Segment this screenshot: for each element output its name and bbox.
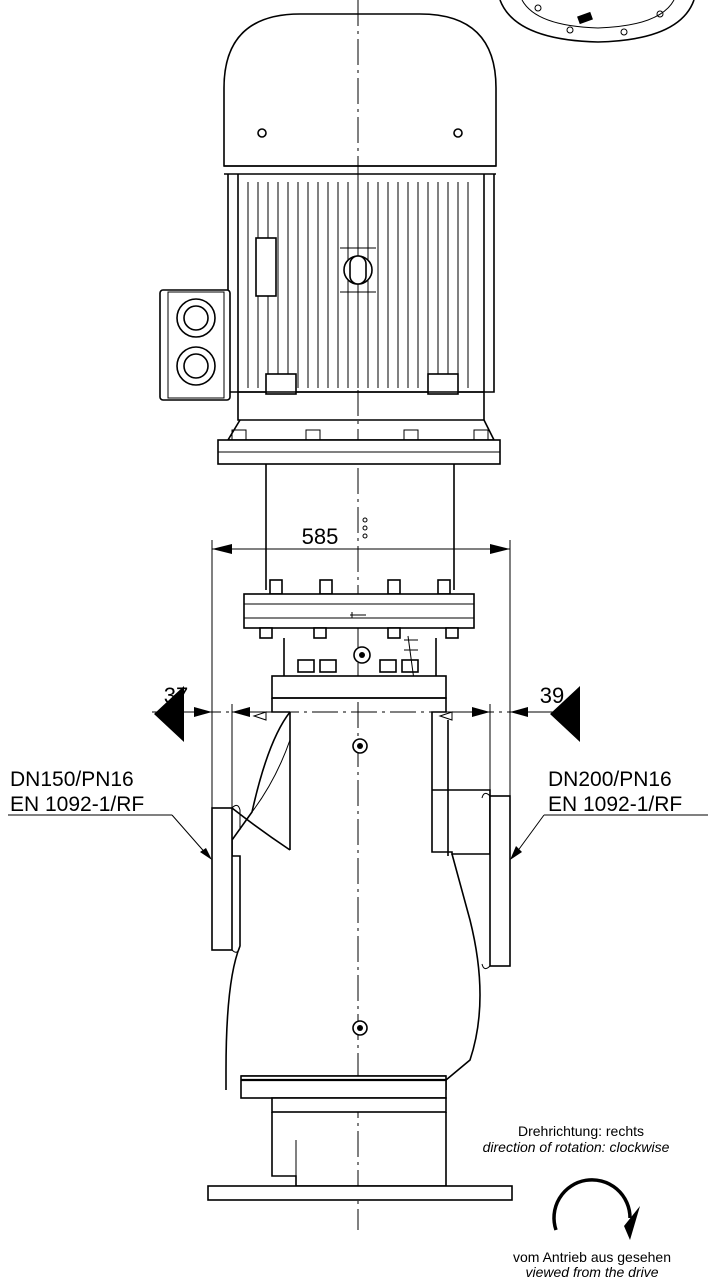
triangle-pointer-icon	[154, 686, 184, 742]
suction-flange-standard: EN 1092-1/RF	[10, 793, 144, 816]
suction-flange-size: DN150/PN16	[10, 768, 134, 791]
flange-detail-view	[499, 0, 695, 43]
pump-base	[207, 1097, 513, 1201]
lantern-housing	[265, 464, 455, 595]
clockwise-arrow-icon	[552, 1178, 632, 1231]
dimension-lines	[152, 540, 570, 808]
suction-flange	[211, 711, 280, 953]
motor-mounting-flange	[217, 373, 501, 465]
dimension-overall-width: 585	[302, 524, 339, 549]
labels: 585 37 39 DN150/PN16 EN 1092-1/RF DN200/…	[10, 524, 682, 1280]
leader-lines	[8, 814, 708, 860]
dimension-left-offset: 37	[164, 683, 188, 708]
discharge-flange-size: DN200/PN16	[548, 768, 672, 791]
pump-cover-flange	[243, 593, 475, 699]
discharge-flange	[438, 711, 511, 970]
discharge-flange-standard: EN 1092-1/RF	[548, 793, 682, 816]
dimension-right-offset: 39	[540, 683, 564, 708]
rotation-indicator	[552, 1178, 640, 1240]
pump-casing	[225, 697, 491, 1099]
cooling-ribs	[247, 182, 469, 388]
rotation-note-de: vom Antrieb aus gesehen	[513, 1249, 671, 1265]
rotation-note-en: viewed from the drive	[525, 1264, 658, 1280]
motor-fan-cover	[223, 13, 497, 175]
motor-body	[227, 174, 495, 393]
rotation-label-en: direction of rotation: clockwise	[483, 1139, 670, 1155]
triangle-pointer-icon	[550, 686, 580, 742]
direction-markers	[154, 686, 580, 742]
terminal-box	[159, 289, 231, 401]
rotation-label-de: Drehrichtung: rechts	[518, 1123, 644, 1139]
